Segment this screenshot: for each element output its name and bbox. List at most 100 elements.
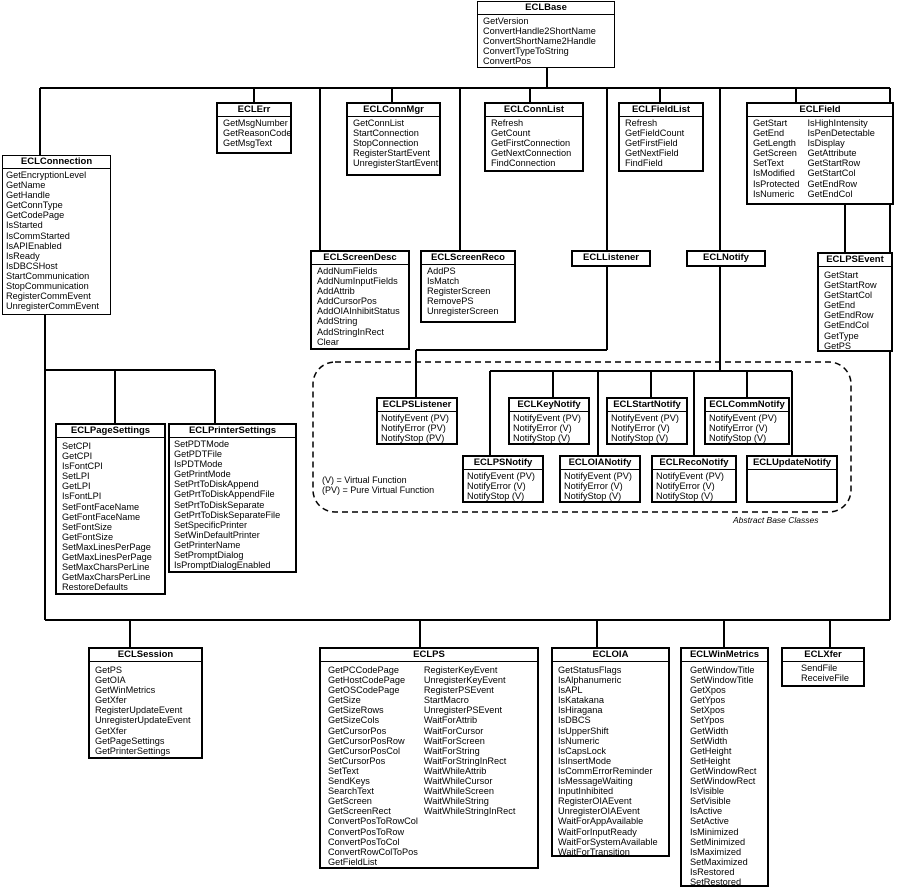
class-title: ECLOIANotify <box>561 457 639 470</box>
method-item: IsCapsLock <box>558 745 607 756</box>
method-item: AddStringInRect <box>317 326 384 337</box>
method-item: WaitWhileCursor <box>423 776 493 787</box>
class-title: ECLXfer <box>783 649 863 662</box>
class-ECLUpdateNotify: ECLUpdateNotify <box>746 455 838 503</box>
method-list: NotifyEvent (PV)NotifyError (V)NotifySto… <box>464 470 542 502</box>
class-title: ECLConnection <box>3 156 110 169</box>
method-item: ConvertPosToRowCol <box>328 816 418 827</box>
method-item: UnregisterKeyEvent <box>423 675 506 686</box>
method-item: FindConnection <box>491 158 556 169</box>
method-item: IsProtected <box>753 178 800 189</box>
method-item: GetLPI <box>62 481 91 492</box>
method-list: NotifyEvent (PV)NotifyError (V)NotifySto… <box>510 412 588 444</box>
method-item: GetStartCol <box>824 290 872 301</box>
class-title: ECLBase <box>478 2 614 15</box>
method-item: NotifyEvent (PV) <box>467 471 535 481</box>
method-item: GetPDTFile <box>174 449 222 460</box>
method-item: NotifyEvent (PV) <box>513 413 581 423</box>
method-item: RegisterPSEvent <box>423 685 494 696</box>
method-item: GetFieldList <box>328 856 378 867</box>
method-item: SetMaxCharsPerLine <box>62 562 150 573</box>
method-item: ConvertRowColToPos <box>328 846 418 857</box>
method-item: GetSizeRows <box>328 705 384 716</box>
method-item: SetPrtToDiskSeparate <box>174 499 265 510</box>
method-item: GetNextConnection <box>491 148 572 159</box>
method-list: NotifyEvent (PV)NotifyError (PV)NotifySt… <box>378 412 456 444</box>
method-item: IsCommStarted <box>6 230 70 241</box>
method-item: GetStart <box>824 270 859 280</box>
method-item: AddNumInputFields <box>317 276 398 287</box>
method-item: IsPDTMode <box>174 459 223 470</box>
method-item: IsPenDetectable <box>807 128 875 139</box>
method-item: IsRestored <box>690 866 735 877</box>
method-item: GetFirstField <box>625 138 678 149</box>
method-item: UnregisterPSEvent <box>423 705 503 716</box>
method-item: IsMessageWaiting <box>558 776 633 787</box>
method-item: RegisterKeyEvent <box>423 665 498 675</box>
method-item: IsHighIntensity <box>807 118 868 128</box>
method-item: ConvertPosToRow <box>328 826 405 837</box>
class-title: ECLConnMgr <box>348 104 439 117</box>
class-ECLNotify: ECLNotify <box>686 250 766 267</box>
method-item: RegisterOIAEvent <box>558 796 632 807</box>
method-item: GetEndCol <box>807 188 853 199</box>
method-item: ConvertPos <box>483 56 532 67</box>
method-item: WaitForScreen <box>423 735 485 746</box>
method-item: NotifyStop (V) <box>513 433 571 444</box>
method-item: GetCursorPosCol <box>328 745 400 756</box>
method-item: GetReasonCode <box>223 128 292 139</box>
method-item: GetStatusFlags <box>558 665 622 675</box>
class-title: ECLScreenReco <box>422 252 514 265</box>
method-item: GetCount <box>491 128 531 139</box>
class-title: ECLStartNotify <box>608 399 686 412</box>
method-item: GetStartRow <box>824 280 877 291</box>
class-title: ECLErr <box>218 104 290 117</box>
class-title: ECLCommNotify <box>706 399 788 412</box>
method-item: GetMaxLinesPerPage <box>62 552 152 563</box>
method-item: WaitForSystemAvailable <box>558 836 658 847</box>
method-item: GetCodePage <box>6 210 65 221</box>
class-ECLStartNotify: ECLStartNotify NotifyEvent (PV)NotifyErr… <box>606 397 688 445</box>
method-item: WaitWhileScreen <box>423 786 494 797</box>
method-item: GetWidth <box>690 725 729 736</box>
method-item: RegisterScreen <box>427 286 491 297</box>
method-item: UnregisterScreen <box>427 306 499 317</box>
method-item: GetPS <box>824 340 852 351</box>
class-title: ECLListener <box>583 252 639 263</box>
method-item: GetEnd <box>753 128 785 139</box>
method-item: Clear <box>317 336 339 347</box>
method-item: GetXpos <box>690 685 726 696</box>
method-item: GetEndRow <box>824 310 874 321</box>
method-item: UnregisterCommEvent <box>6 301 99 312</box>
method-list: NotifyEvent (PV)NotifyError (V)NotifySto… <box>561 470 639 502</box>
method-item: NotifyEvent (PV) <box>564 471 632 481</box>
class-ECLKeyNotify: ECLKeyNotify NotifyEvent (PV)NotifyError… <box>508 397 590 445</box>
class-ECLOIANotify: ECLOIANotify NotifyEvent (PV)NotifyError… <box>559 455 641 503</box>
method-item: IsStarted <box>6 220 43 231</box>
method-item: GetSize <box>328 695 361 706</box>
method-item: IsPromptDialogEnabled <box>174 560 271 571</box>
method-item: GetWindowTitle <box>690 665 755 675</box>
method-item: SearchText <box>328 786 374 797</box>
class-ECLPSListener: ECLPSListener NotifyEvent (PV)NotifyErro… <box>376 397 458 445</box>
class-title: ECLUpdateNotify <box>748 457 836 470</box>
method-item: SetWinDefaultPrinter <box>174 529 260 540</box>
method-item: IsDBCSHost <box>6 260 58 271</box>
class-title: ECLConnList <box>486 104 582 117</box>
method-item: GetNextField <box>625 148 679 159</box>
method-item: AddPS <box>427 266 456 276</box>
method-item: IsDBCS <box>558 715 591 726</box>
